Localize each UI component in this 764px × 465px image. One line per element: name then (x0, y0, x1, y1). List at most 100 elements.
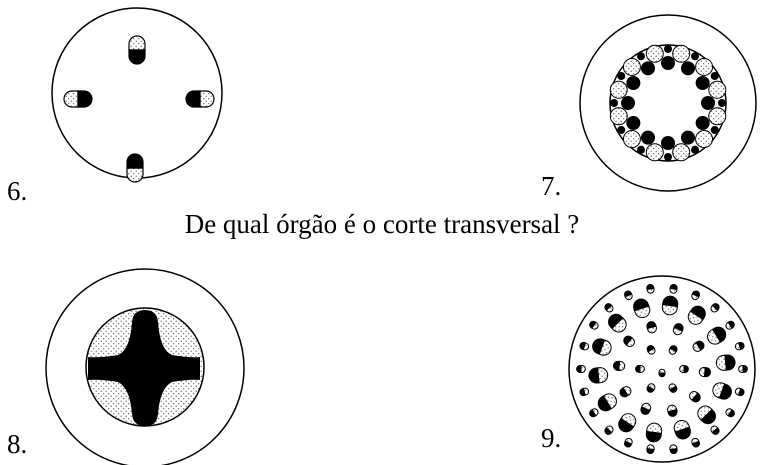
vascular-bundle (589, 408, 599, 418)
vascular-bundle (608, 313, 627, 333)
xylem-blob (661, 56, 675, 70)
phloem-blob (609, 107, 628, 126)
xylem-blob (626, 76, 641, 90)
vascular-bundle (576, 365, 586, 373)
vascular-bundle (633, 298, 651, 319)
bundle-bottom (126, 153, 144, 183)
xylem-blob (701, 96, 715, 110)
bundle-scatter (576, 283, 748, 455)
bundle-right (185, 90, 215, 108)
xylem-point (691, 145, 699, 154)
vascular-bundle (698, 367, 711, 378)
vascular-bundle (592, 338, 612, 356)
xylem-blob (681, 130, 695, 145)
diagram-8-icon (45, 268, 245, 465)
xylem-point (617, 72, 626, 80)
diagram-9-icon (568, 275, 756, 463)
vascular-bundle (635, 364, 645, 373)
vascular-bundle (619, 386, 632, 398)
bundle-ring (609, 44, 727, 162)
vascular-bundle (623, 335, 635, 348)
xylem-blob (641, 130, 655, 145)
xylem-point (710, 126, 719, 134)
vascular-bundle (669, 283, 678, 294)
phloem-blob (672, 44, 691, 63)
vascular-bundle (646, 283, 655, 294)
xylem-blob (641, 61, 655, 76)
vascular-bundle (672, 323, 684, 336)
phloem-blob (672, 143, 691, 162)
vascular-bundle (673, 419, 691, 440)
vascular-bundle (710, 425, 720, 435)
bundle-left (63, 90, 93, 108)
vascular-bundle (715, 354, 736, 371)
vascular-bundle (646, 321, 657, 334)
diagram-6-icon (51, 7, 223, 183)
vascular-bundle (689, 390, 701, 403)
xylem-blob (681, 61, 695, 76)
vascular-bundle (738, 365, 748, 373)
diagram-7-label: 7. (541, 171, 562, 201)
phloem-blob (695, 57, 714, 76)
vascular-bundle (589, 320, 599, 330)
vascular-bundle (668, 345, 678, 355)
vascular-bundle (597, 393, 617, 412)
phloem-blob (645, 44, 664, 63)
diagram-6-label: 6. (7, 176, 28, 206)
xylem-blob (695, 116, 710, 130)
phloem-blob (708, 80, 727, 99)
vascular-bundle (645, 422, 663, 443)
vascular-bundle (618, 413, 637, 433)
vascular-bundle (710, 303, 720, 313)
vascular-bundle (669, 444, 678, 455)
xylem-point (617, 126, 626, 134)
vascular-bundle (707, 326, 727, 345)
vascular-bundle (734, 341, 745, 351)
vascular-bundle (725, 408, 735, 418)
vascular-bundle (646, 345, 656, 355)
xylem-point (637, 145, 645, 154)
xylem-point (691, 52, 699, 61)
vascular-bundle (712, 382, 732, 400)
vascular-bundle (579, 341, 590, 351)
vascular-bundle (687, 305, 706, 325)
vascular-bundle (579, 387, 590, 397)
diagram-9-label: 9. (541, 423, 562, 453)
xylem-blob (626, 116, 641, 130)
vascular-bundle (646, 383, 656, 393)
xylem-point (664, 153, 672, 161)
phloem-blob (609, 80, 628, 99)
phloem-blob (708, 107, 727, 126)
vascular-bundle (679, 365, 689, 374)
xylem-blob (621, 96, 635, 110)
diagram-7-icon (579, 14, 757, 192)
bundle-top (128, 35, 146, 65)
vascular-bundle (668, 383, 678, 393)
phloem-blob (622, 130, 641, 149)
xylem-cross (88, 310, 200, 426)
vascular-bundle (691, 437, 701, 448)
vascular-bundle (658, 368, 666, 378)
xylem-point (610, 99, 618, 107)
vascular-bundle (646, 444, 655, 455)
vascular-bundle (725, 320, 735, 330)
vascular-bundle (734, 387, 745, 397)
phloem-blob (695, 130, 714, 149)
xylem-point (710, 72, 719, 80)
vascular-bundle (697, 405, 716, 425)
xylem-blob (661, 136, 675, 150)
vascular-bundle (604, 303, 614, 313)
vascular-bundle (667, 404, 678, 417)
diagram-8-label: 8. (7, 429, 28, 459)
xylem-point (664, 45, 672, 53)
phloem-blob (622, 57, 641, 76)
phloem-blob (645, 143, 664, 162)
vascular-bundle (604, 425, 614, 435)
xylem-point (637, 52, 645, 61)
vascular-bundle (640, 402, 652, 415)
vascular-bundle (613, 360, 626, 371)
xylem-blob (695, 76, 710, 90)
vascular-bundle (661, 295, 679, 316)
